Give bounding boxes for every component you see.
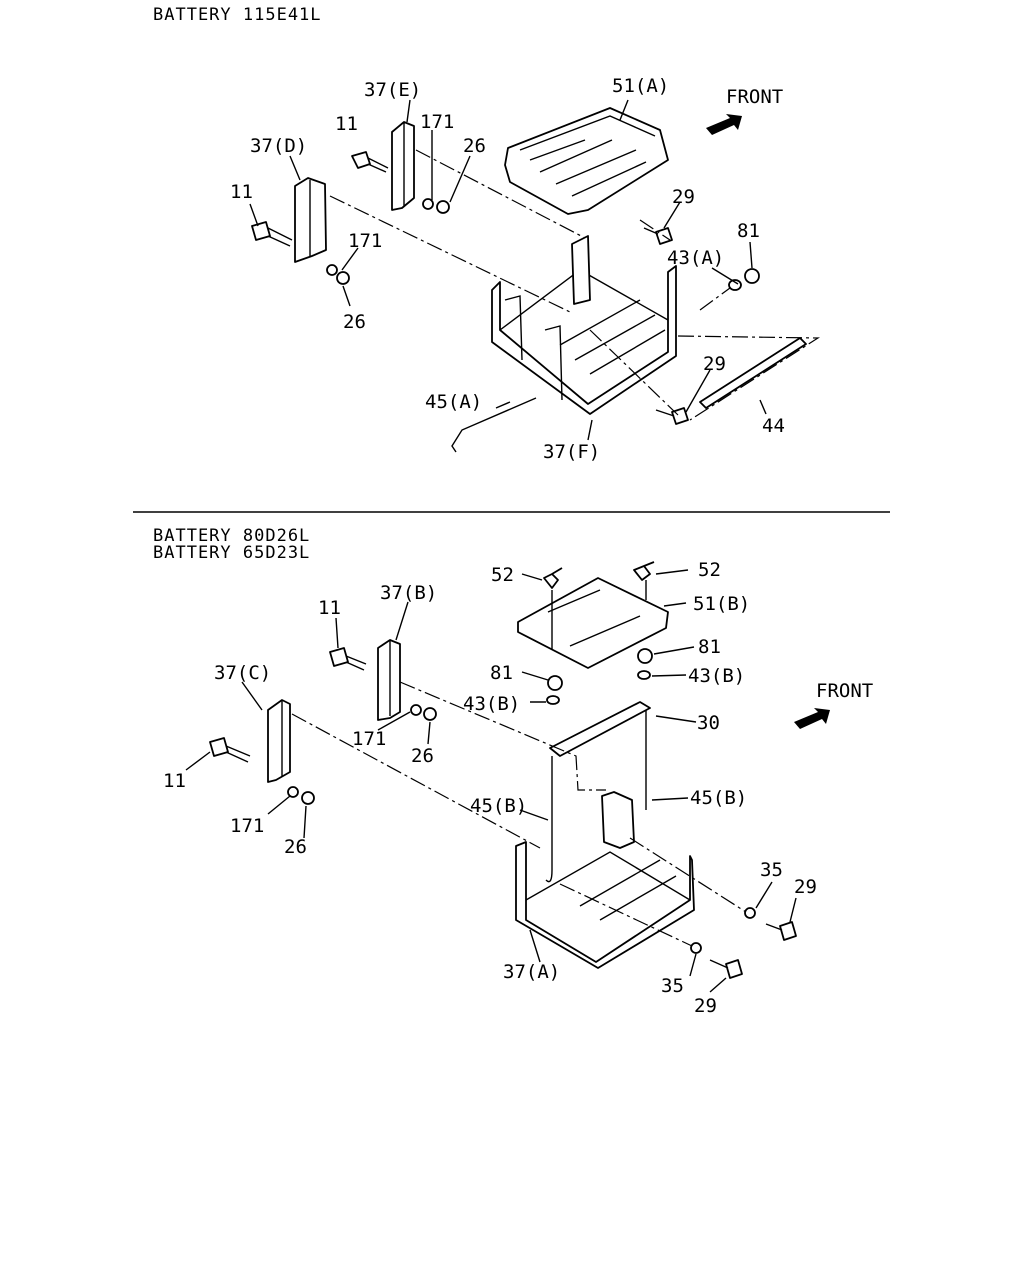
callout-81-right: 81	[698, 636, 721, 658]
washer-43a	[728, 279, 742, 291]
header-battery-65d23l: BATTERY 65D23L	[153, 543, 310, 563]
callout-11-left: 11	[230, 181, 253, 203]
callout-45b-right: 45(B)	[690, 787, 747, 809]
callout-35-right: 35	[760, 859, 783, 881]
wing-nut-52-right	[633, 561, 655, 581]
section-top: BATTERY 115E41L FRONT	[153, 5, 821, 463]
callout-leaders-top	[249, 99, 767, 441]
bolt-29-upper	[643, 227, 673, 245]
callout-leaders-bottom	[185, 569, 797, 993]
nut-81-right	[637, 648, 653, 664]
callout-29-upper: 29	[672, 186, 695, 208]
callout-35-lower: 35	[661, 975, 684, 997]
bracket-37d	[294, 177, 327, 263]
bolt-11-top	[351, 151, 389, 173]
callout-11-top: 11	[335, 113, 358, 135]
bolt-29-lower-b	[709, 959, 743, 979]
callout-37a: 37(A)	[503, 961, 560, 983]
washer-171-b	[410, 704, 422, 716]
battery-cover-51b	[517, 577, 669, 669]
callout-43b-left: 43(B)	[463, 693, 520, 715]
front-arrow-icon	[706, 114, 742, 135]
bolt-29-lower	[655, 407, 689, 425]
callout-52-right: 52	[698, 559, 721, 581]
callout-37d: 37(D)	[250, 135, 307, 157]
callout-81: 81	[737, 220, 760, 242]
callout-29-lower-b: 29	[694, 995, 717, 1017]
bracket-37b	[377, 639, 401, 721]
battery-cover-51a	[504, 107, 669, 215]
nut-26-c	[301, 791, 315, 805]
callout-43a: 43(A)	[667, 247, 724, 269]
assembly-lines-bottom	[291, 681, 747, 947]
nut-81-top	[744, 268, 760, 284]
callout-44: 44	[762, 415, 785, 437]
wing-nut-52-left	[543, 567, 563, 589]
nut-81-left	[547, 675, 563, 691]
callout-11-b: 11	[318, 597, 341, 619]
callout-37e: 37(E)	[364, 79, 421, 101]
callout-171-c: 171	[230, 815, 264, 837]
callout-81-left: 81	[490, 662, 513, 684]
nut-26-top	[436, 200, 450, 214]
callout-26-c: 26	[284, 836, 307, 858]
nut-26-b	[423, 707, 437, 721]
hook-bolt-45b-left	[545, 756, 553, 883]
washer-171-left	[326, 264, 338, 276]
callout-171-left: 171	[348, 230, 382, 252]
nut-26-left	[336, 271, 350, 285]
bolt-11-left	[251, 221, 293, 247]
callout-37f: 37(F)	[543, 441, 600, 463]
bracket-37e	[391, 121, 415, 211]
bracket-37c	[267, 699, 291, 783]
front-arrow-icon-bottom	[794, 708, 830, 729]
callout-51a: 51(A)	[612, 75, 669, 97]
callout-171-b: 171	[352, 728, 386, 750]
bolt-11-b	[329, 647, 367, 671]
callout-43b-right: 43(B)	[688, 665, 745, 687]
callout-51b: 51(B)	[693, 593, 750, 615]
front-label: FRONT	[726, 86, 783, 108]
callout-171-top: 171	[420, 111, 454, 133]
callout-26-b: 26	[411, 745, 434, 767]
section-bottom: BATTERY 80D26L BATTERY 65D23L FRONT	[153, 526, 873, 1017]
tray-37f	[491, 235, 677, 415]
clamp-bar-30	[549, 701, 651, 757]
bolt-11-c	[209, 737, 251, 763]
callout-11-c: 11	[163, 770, 186, 792]
assembly-lines-top-2	[589, 219, 731, 416]
washer-43b-right	[637, 670, 651, 680]
callout-29-right: 29	[794, 876, 817, 898]
callout-26-left: 26	[343, 311, 366, 333]
assembly-lines-top	[329, 149, 821, 421]
callout-29-lower: 29	[703, 353, 726, 375]
callout-26-top: 26	[463, 135, 486, 157]
hook-bolt-45a	[451, 397, 537, 453]
header-battery-115e41l: BATTERY 115E41L	[153, 5, 322, 25]
rod-44	[699, 337, 807, 409]
washer-35-lower	[690, 942, 702, 954]
callout-37c: 37(C)	[214, 662, 271, 684]
bolt-29-right	[765, 921, 797, 941]
washer-171-top	[422, 198, 434, 210]
tray-37a	[515, 791, 695, 969]
front-label-bottom: FRONT	[816, 680, 873, 702]
header-battery-80d26l: BATTERY 80D26L	[153, 526, 310, 546]
callout-37b: 37(B)	[380, 582, 437, 604]
washer-35-right	[744, 907, 756, 919]
callout-45a: 45(A)	[425, 391, 482, 413]
callout-52-left: 52	[491, 564, 514, 586]
washer-43b-left	[546, 695, 560, 705]
callout-30: 30	[697, 712, 720, 734]
callout-45b-left: 45(B)	[470, 795, 527, 817]
washer-171-c	[287, 786, 299, 798]
